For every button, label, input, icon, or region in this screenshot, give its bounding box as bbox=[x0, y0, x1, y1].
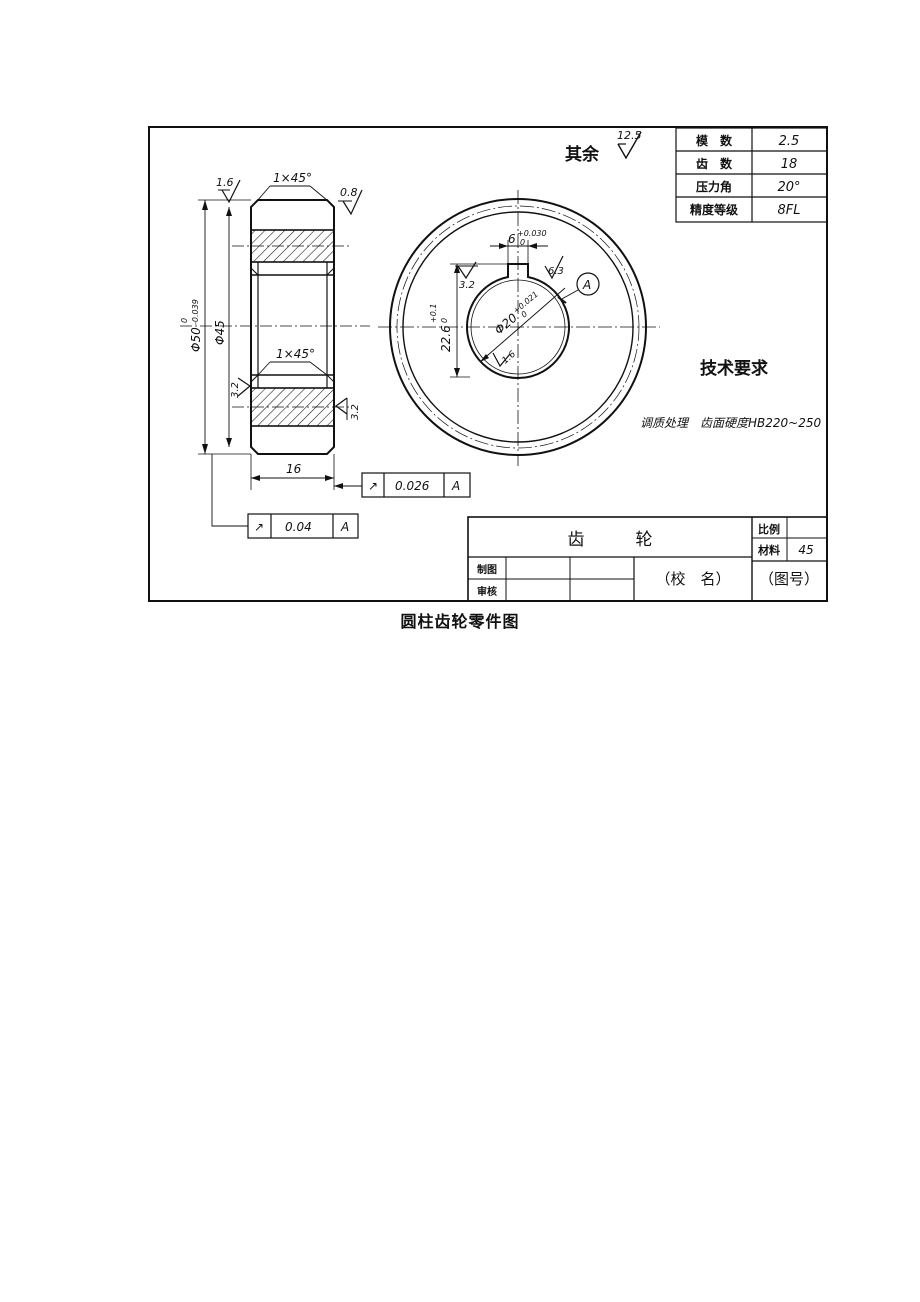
param-value-pressure-angle: 20° bbox=[777, 180, 800, 195]
runout-symbol-icon: ↗ bbox=[368, 479, 378, 493]
drawing-number: （图号） bbox=[759, 570, 819, 588]
school-name: （校 名） bbox=[655, 570, 730, 588]
tolerance-datum-2: A bbox=[340, 520, 349, 534]
dim-width: 16 bbox=[286, 462, 302, 476]
roughness-right: 3.2 bbox=[350, 404, 361, 420]
roughness-keyway-right-icon bbox=[544, 255, 564, 280]
checked-label: 审核 bbox=[477, 585, 497, 598]
surface-finish-value: 12.5 bbox=[617, 129, 642, 142]
tolerance-value-2: 0.04 bbox=[285, 520, 312, 534]
param-value-module: 2.5 bbox=[779, 134, 800, 149]
dim-inner-diameter: Φ45 bbox=[213, 320, 227, 345]
tolerance-frame-1: ↗ 0.026 A bbox=[334, 472, 471, 498]
part-name: 齿 轮 bbox=[568, 530, 653, 550]
roughness-top-right: 0.8 bbox=[340, 186, 358, 199]
roughness-symbol-icon bbox=[617, 131, 642, 160]
roughness-keyway-left-icon bbox=[457, 261, 477, 280]
material-label: 材料 bbox=[758, 543, 780, 557]
roughness-3-2-right-icon bbox=[334, 397, 348, 415]
chamfer-inner: 1×45° bbox=[276, 347, 315, 361]
tolerance-frame-2: ↗ 0.04 A bbox=[211, 454, 359, 539]
dim-outer-tol-lower: -0.039 bbox=[191, 299, 200, 325]
roughness-bore: 1.6 bbox=[501, 349, 519, 366]
roughness-keyway-right: 6.3 bbox=[548, 266, 564, 277]
param-name-module: 模 数 bbox=[696, 133, 733, 148]
surface-finish-note: 其余 12.5 bbox=[565, 129, 642, 165]
roughness-top-left: 1.6 bbox=[216, 176, 234, 189]
material-value: 45 bbox=[798, 543, 813, 557]
tech-requirements-line: 调质处理 齿面硬度HB220~250 bbox=[640, 416, 821, 430]
drawn-label: 制图 bbox=[477, 563, 497, 576]
keyway-depth-tol-lower: 0 bbox=[440, 318, 449, 323]
tolerance-datum-1: A bbox=[451, 479, 460, 493]
keyway-tol-lower: 0 bbox=[520, 238, 525, 247]
param-table-text: 模 数 2.5 齿 数 18 压力角 20° 精度等级 8FL bbox=[690, 133, 801, 218]
bore-tol-upper: +0.021 bbox=[512, 290, 540, 316]
front-view: 6 +0.030 0 3.2 6.3 A Φ20 +0.021 0 22.6 +… bbox=[378, 190, 660, 466]
datum-label: A bbox=[582, 278, 591, 292]
param-name-accuracy: 精度等级 bbox=[690, 202, 738, 217]
figure-caption: 圆柱齿轮零件图 bbox=[400, 612, 520, 631]
surface-finish-label: 其余 bbox=[565, 144, 600, 165]
bore-with-keyway bbox=[466, 263, 570, 379]
title-block bbox=[467, 516, 828, 602]
roughness-left: 3.2 bbox=[230, 382, 241, 398]
scale-label: 比例 bbox=[758, 522, 780, 536]
roughness-bore-icon bbox=[492, 352, 511, 368]
param-value-teeth: 18 bbox=[781, 157, 798, 172]
gear-section-outline bbox=[250, 199, 335, 455]
keyway-depth: 22.6 bbox=[439, 325, 453, 352]
param-table bbox=[675, 127, 828, 223]
datum-circle bbox=[576, 272, 600, 296]
tolerance-value-1: 0.026 bbox=[395, 479, 430, 493]
param-name-pressure-angle: 压力角 bbox=[696, 179, 732, 194]
keyway-tol-upper: +0.030 bbox=[517, 229, 547, 238]
keyway-width: 6 bbox=[508, 232, 516, 246]
runout-symbol-2-icon: ↗ bbox=[254, 520, 264, 534]
roughness-3-2-left-icon bbox=[237, 377, 252, 397]
tech-requirements-title: 技术要求 bbox=[700, 358, 768, 379]
roughness-keyway-left: 3.2 bbox=[459, 280, 475, 291]
param-name-teeth: 齿 数 bbox=[696, 156, 733, 171]
dim-outer-diameter: Φ50 bbox=[189, 327, 203, 352]
keyway-depth-tol-upper: +0.1 bbox=[429, 304, 438, 323]
dim-line-bore bbox=[479, 287, 566, 363]
dim-outer-tol-upper: 0 bbox=[180, 318, 189, 323]
side-view: Φ50 0 -0.039 Φ45 1.6 1×45° 0.8 1×45° 3.2… bbox=[180, 171, 370, 490]
chamfer-top: 1×45° bbox=[273, 171, 312, 185]
bore-tol-lower: 0 bbox=[520, 309, 530, 319]
gear-part-drawing: 其余 12.5 模 数 2.5 齿 数 18 压力角 20° 精度等级 8FL bbox=[148, 126, 828, 602]
roughness-1-6-icon bbox=[221, 179, 241, 204]
param-value-accuracy: 8FL bbox=[778, 203, 801, 218]
roughness-0-8-icon bbox=[342, 189, 363, 216]
